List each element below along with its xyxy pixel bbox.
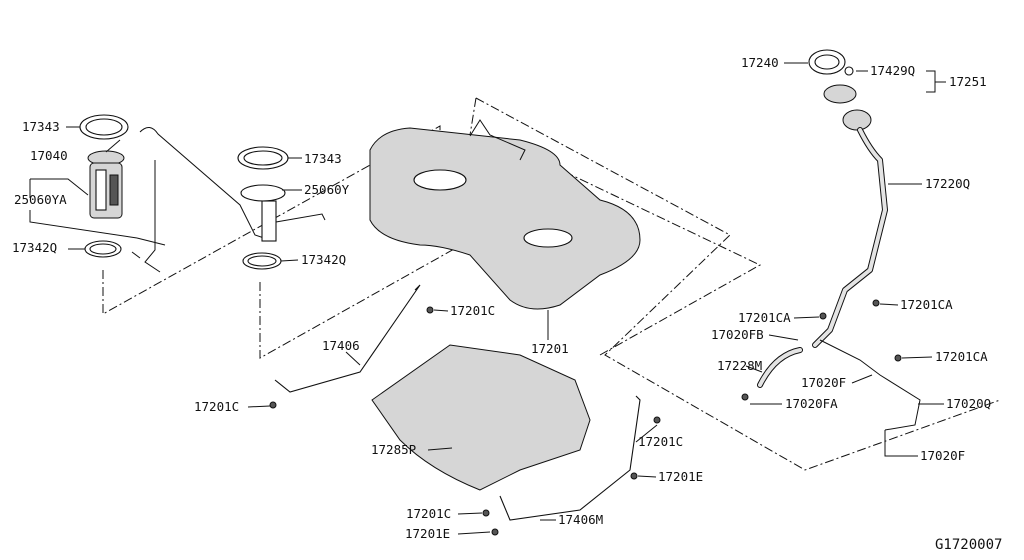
tank-straps: [274, 284, 641, 521]
part-label-17220Q: 17220Q: [925, 176, 970, 191]
filler-assembly: [757, 49, 921, 431]
part-label-17201E-b: 17201E: [405, 526, 450, 541]
part-label-17201C-a: 17201C: [450, 303, 495, 318]
part-label-17406M: 17406M: [558, 512, 603, 527]
part-label-17342Q-left: 17342Q: [12, 240, 57, 255]
part-label-17343-mid: 17343: [304, 151, 342, 166]
part-label-17201CA-a: 17201CA: [738, 310, 791, 325]
part-label-17285P: 17285P: [371, 442, 416, 457]
diagram-code: G1720007: [935, 537, 1002, 553]
part-label-17251: 17251: [949, 74, 987, 89]
part-label-17020FA: 17020FA: [785, 396, 838, 411]
part-label-17429Q: 17429Q: [870, 63, 915, 78]
part-label-17201: 17201: [531, 341, 569, 356]
part-label-17343-left: 17343: [22, 119, 60, 134]
part-label-17406: 17406: [322, 338, 360, 353]
fuel-pump-assembly: [79, 114, 271, 273]
part-label-25060Y: 25060Y: [304, 182, 350, 197]
part-label-17342Q-mid: 17342Q: [301, 252, 346, 267]
fuel-tank: [369, 119, 641, 310]
part-label-25060YA: 25060YA: [14, 192, 67, 207]
leader-lines: [29, 62, 946, 535]
part-label-17040: 17040: [30, 148, 68, 163]
part-labels: 17343 17040 25060YA 17342Q 17343 25060Y 17342Q…: [12, 55, 991, 541]
part-label-17240: 17240: [741, 55, 779, 70]
part-label-17201C-b: 17201C: [194, 399, 239, 414]
heat-protector: [371, 344, 591, 491]
bolts: [269, 299, 902, 536]
part-label-17020FB: 17020FB: [711, 327, 764, 342]
part-label-17020Q: 17020Q: [946, 396, 991, 411]
part-label-17201CA-c: 17201CA: [935, 349, 988, 364]
part-label-17020F-b: 17020F: [920, 448, 965, 463]
part-label-17201E-a: 17201E: [658, 469, 703, 484]
sender-unit: [237, 146, 326, 270]
part-label-17201C-c: 17201C: [638, 434, 683, 449]
part-label-17201CA-b: 17201CA: [900, 297, 953, 312]
part-label-17020F-a: 17020F: [801, 375, 846, 390]
part-label-17201C-d: 17201C: [406, 506, 451, 521]
part-label-17228M: 17228M: [717, 358, 762, 373]
